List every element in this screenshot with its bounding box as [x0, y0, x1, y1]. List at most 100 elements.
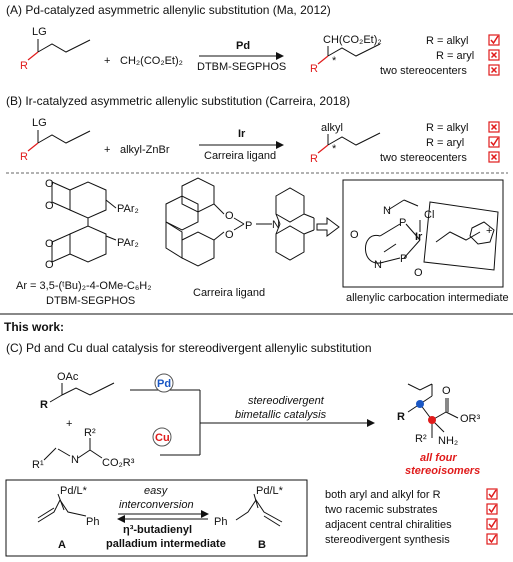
c-imine-bonds [43, 438, 103, 461]
c-prod-nh2: NH₂ [438, 435, 458, 447]
c-all-four-2: stereoisomers [405, 465, 480, 477]
feature-2: two racemic substrates [325, 504, 438, 516]
pd-eta-line: η³-butadienyl [123, 524, 192, 536]
cross-icon [488, 49, 500, 61]
carreira-o-bottom: O [225, 229, 234, 241]
implication-arrow [316, 217, 340, 237]
section-a-product-group: CH(CO₂Et)₂ [323, 34, 382, 46]
pd-b-label: B [258, 539, 266, 551]
section-b-product-group: alkyl [321, 122, 343, 134]
section-b-substrate-bonds [37, 130, 91, 144]
section-b-r-bond [27, 142, 39, 152]
section-c-title: (C) Pd and Cu dual catalysis for stereod… [6, 341, 372, 355]
section-b-check-3: two stereocenters [380, 152, 467, 164]
intermediate-name: allenylic carbocation intermediate [346, 292, 509, 304]
section-b-r: R [20, 151, 28, 163]
c-prod-o: O [442, 385, 451, 397]
intermediate-o2: O [414, 267, 423, 279]
section-a-plus: + [104, 55, 110, 67]
intermediate-n2: N [374, 259, 382, 271]
check-icon [488, 34, 500, 46]
svg-text:O: O [45, 200, 54, 212]
c-substrate-r: R [40, 399, 48, 411]
pd-easy: easy [144, 485, 169, 497]
intermediate-p2: P [400, 253, 407, 265]
cross-icon [488, 121, 500, 133]
c-arrow-text-1: stereodivergent [248, 395, 325, 407]
this-work-label: This work: [4, 320, 64, 334]
pd-a-ph: Ph [86, 516, 99, 528]
intermediate-o1: O [350, 229, 359, 241]
c-cu: Cu [155, 432, 170, 444]
c-product-bonds [407, 383, 459, 438]
cross-icon [488, 151, 500, 163]
intermediate-plus: + [486, 225, 492, 237]
cu-cycle-icon [152, 427, 172, 447]
check-icon [486, 488, 498, 500]
intermediate-box [342, 179, 504, 288]
c-substrate-r-bond [49, 394, 63, 403]
c-n: N [71, 454, 79, 466]
section-b-check-1: R = alkyl [426, 122, 469, 134]
segphos-par2-bottom: PAr₂ [117, 237, 139, 249]
intermediate-n1: N [383, 205, 391, 217]
section-a-cat-top: Pd [236, 40, 250, 52]
segphos-name: DTBM-SEGPHOS [46, 295, 135, 307]
carreira-o-top: O [225, 210, 234, 222]
pd-intermediate-a-structure [37, 493, 87, 523]
product-stereocenter-blue [416, 400, 424, 408]
pd-b-ph: Ph [214, 516, 227, 528]
feature-1: both aryl and alkyl for R [325, 489, 441, 501]
c-all-four-1: all four [420, 452, 457, 464]
carreira-p: P [245, 220, 252, 232]
section-a-title: (A) Pd-catalyzed asymmetric allenylic su… [6, 3, 331, 17]
c-r1: R¹ [32, 459, 44, 471]
section-a-star: * [332, 55, 337, 67]
section-a-product-r-bond [317, 55, 329, 65]
intermediate-cl: Cl [424, 209, 434, 221]
check-icon [486, 533, 498, 545]
section-a-lg: LG [32, 26, 47, 38]
c-plus: + [66, 418, 72, 430]
section-b-cat-bottom: Carreira ligand [204, 150, 276, 162]
c-oac: OAc [57, 371, 79, 383]
svg-text:O: O [45, 259, 54, 271]
pd-interconversion: interconversion [119, 499, 194, 511]
product-stereocenter-red [428, 416, 436, 424]
pd-intermediate-box [5, 479, 308, 557]
section-b-title: (B) Ir-catalyzed asymmetric allenylic su… [6, 94, 350, 108]
section-a-check-2: R = aryl [436, 50, 474, 62]
c-arrow-text-2: bimetallic catalysis [235, 409, 327, 421]
cross-icon [488, 64, 500, 76]
section-a-r: R [20, 60, 28, 72]
feature-4: stereodivergent synthesis [325, 534, 450, 546]
pd-b-pdl: Pd/L* [256, 485, 284, 497]
svg-text:O: O [45, 238, 54, 250]
pd-cycle-icon [154, 373, 174, 393]
c-prod-r: R [397, 411, 405, 423]
section-a-reagent: CH₂(CO₂Et)₂ [120, 55, 183, 67]
section-b-star: * [332, 143, 337, 155]
section-a-product-bonds [327, 43, 381, 57]
section-b-check-2: R = aryl [426, 137, 464, 149]
carreira-ligand-structure [165, 177, 315, 267]
intermediate-ir: Ir [415, 231, 423, 243]
check-icon [488, 136, 500, 148]
carreira-ligand-name: Carreira ligand [193, 287, 265, 299]
section-b-lg: LG [32, 117, 47, 129]
c-substrate-bonds [61, 382, 115, 396]
section-b-product-bonds [327, 132, 381, 146]
c-pd: Pd [157, 378, 171, 390]
section-b-cat-top: Ir [238, 128, 246, 140]
segphos-structure: O O O O [45, 178, 117, 271]
pd-intermediate-b-structure [235, 493, 283, 527]
c-prod-or3: OR³ [460, 413, 481, 425]
pd-intermediate-text: palladium intermediate [106, 538, 226, 550]
check-icon [486, 518, 498, 530]
c-prod-r2: R² [415, 433, 427, 445]
section-a-substrate-bonds [37, 39, 91, 53]
section-b-product-r: R [310, 153, 318, 165]
carreira-n: N [272, 219, 280, 231]
section-b-plus: + [104, 144, 110, 156]
